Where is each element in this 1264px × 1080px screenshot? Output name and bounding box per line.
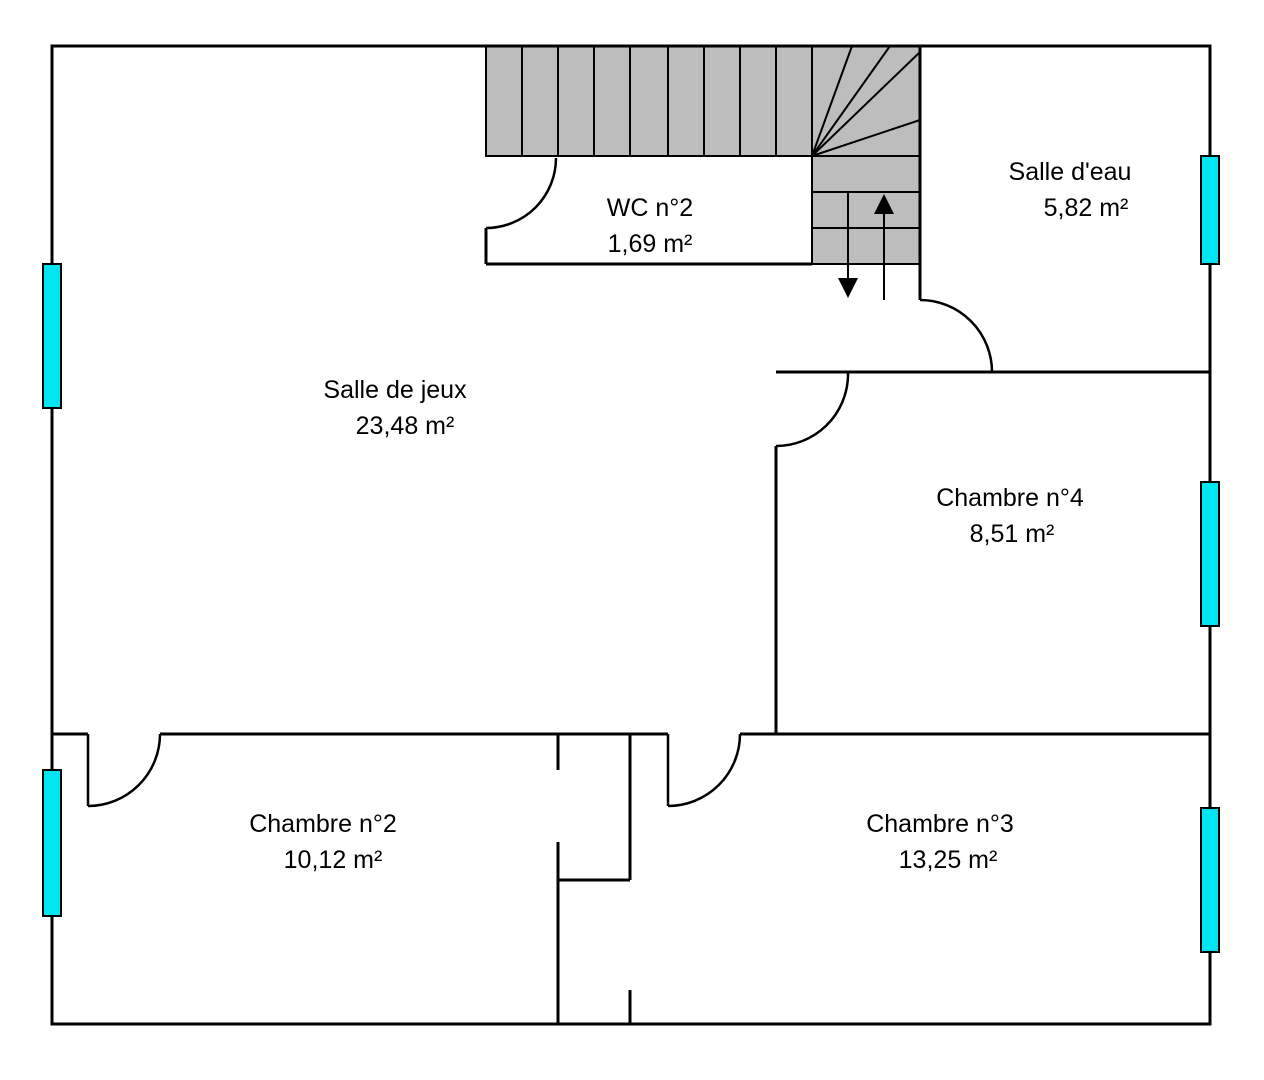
arrow-down-icon — [838, 192, 858, 298]
window-salle-de-jeux — [42, 263, 62, 409]
window-salle-deau — [1200, 155, 1220, 265]
room-name-chambre-3: Chambre n°3 — [866, 810, 1014, 838]
room-area-chambre-4: 8,51 m² — [970, 520, 1055, 548]
room-area-salle-deau: 5,82 m² — [1044, 194, 1129, 222]
window-chambre-3 — [1200, 807, 1220, 953]
door-salle-deau — [919, 298, 994, 373]
room-name-wc: WC n°2 — [607, 194, 693, 222]
room-name-salle-de-jeux: Salle de jeux — [323, 376, 467, 404]
window-chambre-2 — [42, 769, 62, 917]
window-chambre-4 — [1200, 481, 1220, 627]
door-wc — [484, 157, 558, 264]
room-area-wc: 1,69 m² — [608, 230, 693, 258]
door-chambre-3 — [666, 733, 742, 808]
arrow-up-icon — [874, 194, 894, 300]
door-chambre-2 — [86, 733, 162, 808]
door-chambre-4 — [775, 372, 850, 448]
room-name-salle-deau: Salle d'eau — [1009, 158, 1132, 186]
room-name-chambre-2: Chambre n°2 — [249, 810, 397, 838]
room-name-chambre-4: Chambre n°4 — [936, 484, 1084, 512]
room-area-chambre-2: 10,12 m² — [284, 846, 383, 874]
room-area-chambre-3: 13,25 m² — [899, 846, 998, 874]
room-area-salle-de-jeux: 23,48 m² — [356, 412, 455, 440]
staircase — [485, 45, 921, 265]
